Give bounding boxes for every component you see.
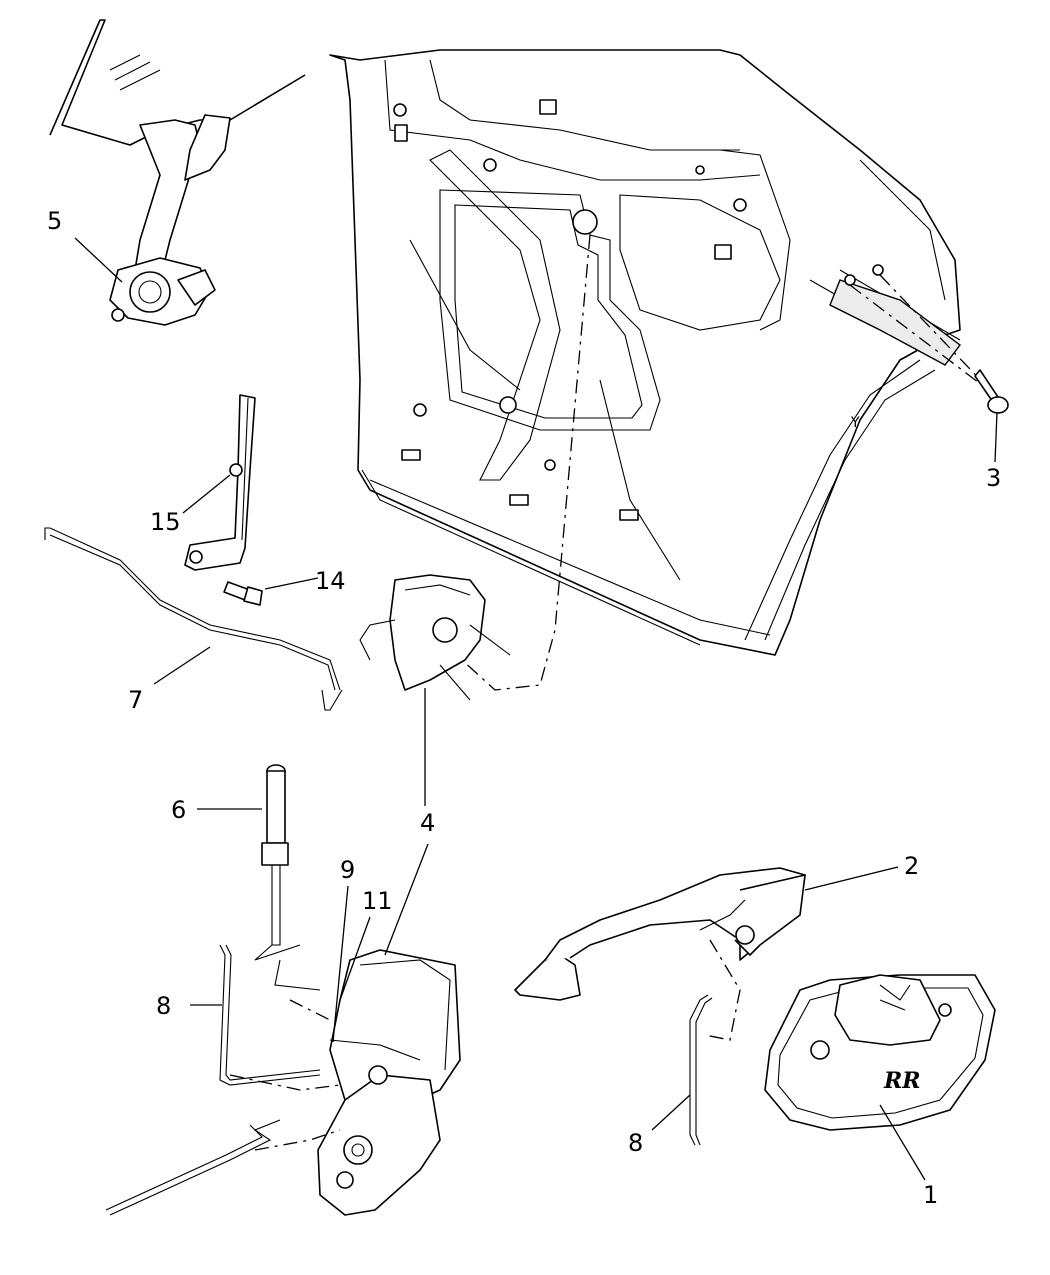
- callout-1: 1: [923, 1181, 938, 1209]
- rod-part-8-right: [689, 994, 713, 1146]
- callout-5: 5: [47, 207, 62, 235]
- leader-lines: [74, 237, 998, 1181]
- callout-14: 14: [315, 567, 346, 595]
- panel-mark: Y: [850, 415, 860, 431]
- latch-routing-line: [229, 999, 341, 1151]
- callout-7: 7: [128, 686, 143, 714]
- bracket-part-15: [184, 394, 256, 571]
- rod-routing-line: [439, 234, 591, 691]
- callout-3: 3: [986, 464, 1001, 492]
- callout-15: 15: [150, 508, 181, 536]
- callout-11: 11: [362, 887, 393, 915]
- rod-part-7: [44, 527, 343, 711]
- callout-9: 9: [340, 856, 355, 884]
- callout-labels: 5 3 15 14 7 4 6 4 9 11 8 2 8 1: [47, 207, 1001, 1209]
- handle-rr-mark: RR: [883, 1068, 921, 1094]
- latch-upper-part-4: [359, 574, 511, 701]
- bolt-part-3: [974, 369, 1009, 414]
- lock-knob-rod-part-6: [254, 764, 301, 961]
- latch-lower-part-4: [317, 949, 461, 1216]
- rod-part-8-left: [105, 944, 321, 1216]
- callout-2: 2: [904, 852, 919, 880]
- callout-6: 6: [171, 796, 186, 824]
- handle-housing-part-1: RR: [764, 974, 996, 1131]
- callout-8-right: 8: [628, 1129, 643, 1157]
- screw-part-14: [223, 581, 263, 606]
- handle-routing-line: [704, 939, 741, 1041]
- door-inner-panel: Y: [329, 49, 961, 656]
- bolt-routing-line: [849, 284, 996, 396]
- callout-4-upper: 4: [420, 809, 435, 837]
- window-regulator-part-5: [49, 19, 306, 326]
- outside-handle-part-2: [514, 867, 806, 1001]
- callout-8-left: 8: [156, 992, 171, 1020]
